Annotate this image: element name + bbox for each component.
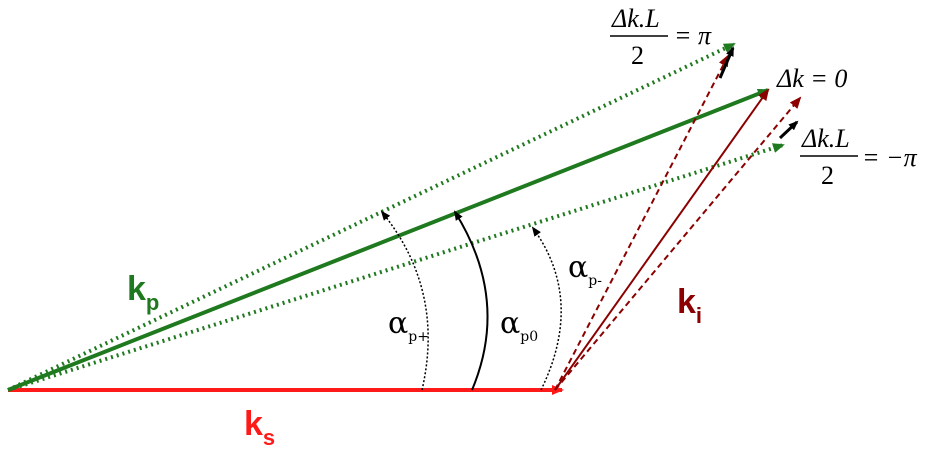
arc-alpha-pplus xyxy=(380,210,429,391)
eq-top-numerator: Δk.L xyxy=(611,4,660,33)
eq-top-rhs: = π xyxy=(674,21,712,50)
label-alpha-p0: αp0 xyxy=(500,306,538,345)
mismatch-arrow-top xyxy=(718,46,735,79)
label-ki: ki xyxy=(677,283,702,328)
label-alpha-pminus: αp- xyxy=(568,250,602,289)
equation-middle: Δk = 0 xyxy=(776,64,847,93)
label-alpha-pplus: αp+ xyxy=(388,306,429,345)
label-ks: ks xyxy=(244,405,275,450)
eq-top-denominator: 2 xyxy=(631,41,644,70)
ki-minus-vector xyxy=(554,96,802,391)
eq-bottom-rhs: = −π xyxy=(862,143,918,172)
mismatch-arrow-bottom xyxy=(778,120,799,140)
arc-alpha-pminus xyxy=(531,226,562,391)
label-kp: kp xyxy=(127,270,159,315)
kp-minus-vector xyxy=(7,143,785,392)
eq-bottom-numerator: Δk.L xyxy=(801,124,850,153)
ki-vector xyxy=(554,88,770,391)
eq-bottom-denominator: 2 xyxy=(821,161,834,190)
ki-plus-vector xyxy=(554,54,729,391)
kp-vector xyxy=(7,88,770,392)
arc-alpha-p0 xyxy=(453,210,489,391)
kp-plus-vector xyxy=(7,42,736,392)
equation-top: Δk.L 2 = π xyxy=(610,4,712,70)
equation-bottom: Δk.L 2 = −π xyxy=(800,124,918,190)
